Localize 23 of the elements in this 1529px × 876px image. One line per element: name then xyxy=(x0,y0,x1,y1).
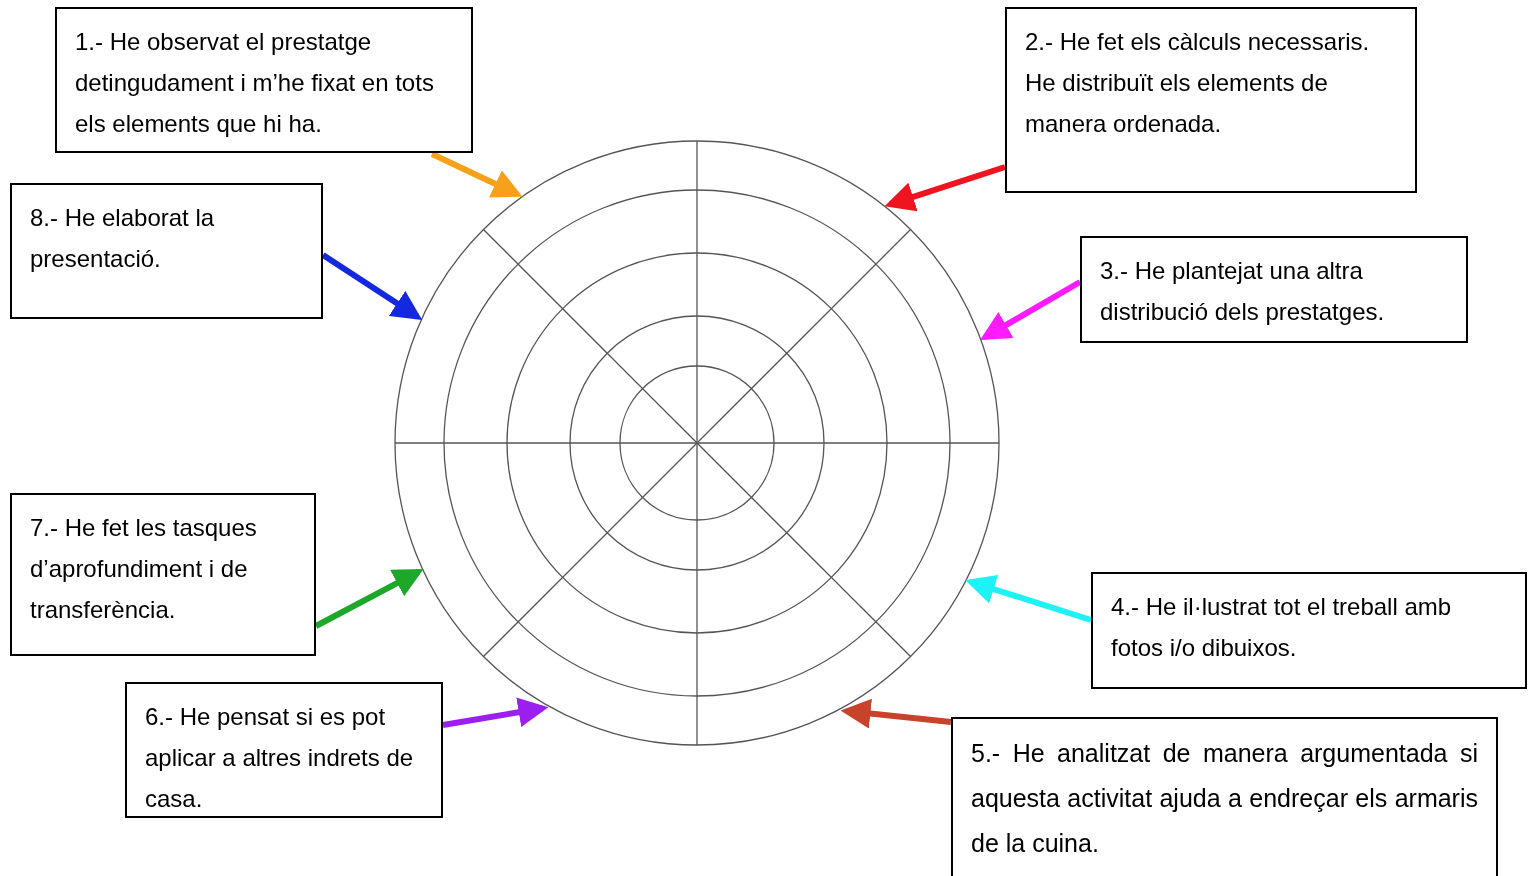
step-text: 3.- He plantejat una altra distribució dels prestatges. xyxy=(1100,256,1386,327)
text-box xyxy=(55,7,473,153)
step-text: 2.- He fet els càlculs necessaris. He distribuït els elements de manera ordenada. xyxy=(1025,27,1371,139)
step-text: 7.- He fet les tasques d’aprofundiment i de transferència. xyxy=(30,513,258,625)
arrow xyxy=(884,164,1006,212)
step-text: 5.- He analitzat de manera argumentada si aquesta activitat ajuda a endreçar els armaris de la cuina. xyxy=(971,738,1478,859)
arrow xyxy=(430,151,523,198)
text-box xyxy=(10,183,323,319)
step-text: 4.- He il·lustrat tot el treball amb fotos i/o dibuixos. xyxy=(1111,592,1453,663)
step-text: 6.- He pensat si es pot aplicar a altres indrets de casa. xyxy=(145,702,415,814)
arrow xyxy=(442,697,549,728)
arrow xyxy=(965,574,1092,623)
text-box xyxy=(951,717,1498,876)
target-wheel xyxy=(394,140,1000,746)
text-box xyxy=(1005,7,1417,193)
arrow xyxy=(980,279,1082,341)
text-box xyxy=(1091,572,1527,689)
step-text: 8.- He elaborat la presentació. xyxy=(30,203,216,274)
text-box xyxy=(10,493,316,656)
step-text: 1.- He observat el prestatge detingudament i m’he fixat en tots els elements que hi ha. xyxy=(75,27,435,139)
arrow xyxy=(840,698,952,729)
text-box xyxy=(1080,236,1468,343)
text-box xyxy=(125,682,443,818)
